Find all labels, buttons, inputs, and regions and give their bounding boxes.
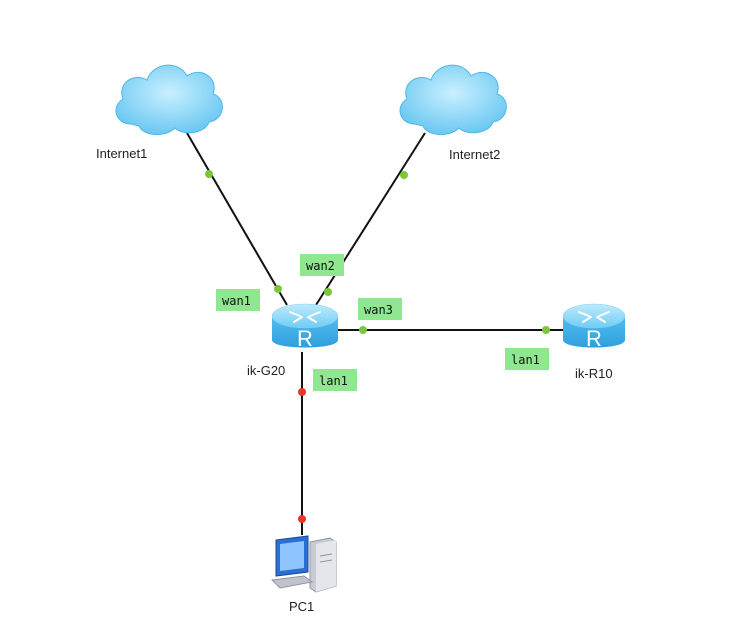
port-dot-wan2 [324, 288, 332, 296]
svg-text:lan1: lan1 [511, 353, 540, 367]
svg-text:wan1: wan1 [222, 294, 251, 308]
port-dot-wan1 [274, 285, 282, 293]
node-label-ik-g20: ik-G20 [247, 363, 285, 378]
cloud-icon-internet1[interactable] [115, 64, 223, 135]
node-label-ik-r10: ik-R10 [575, 366, 613, 381]
links-layer [186, 132, 565, 535]
cloud-icon-internet2[interactable] [399, 64, 507, 135]
port-dot-pc1-side [298, 515, 306, 523]
svg-text:lan1: lan1 [319, 374, 348, 388]
router-icon-ik-g20[interactable]: R [271, 303, 339, 351]
port-dot-internet2-side [400, 171, 408, 179]
port-label-wan3: wan3 [358, 298, 402, 320]
node-label-internet2: Internet2 [449, 147, 500, 162]
port-markers [205, 170, 550, 523]
port-dot-g20-lan1 [298, 388, 306, 396]
port-label-wan1: wan1 [216, 289, 260, 311]
link-internet1-ik-g20[interactable] [186, 132, 288, 306]
port-label-r10-lan1: lan1 [505, 348, 549, 370]
port-dot-internet1-side [205, 170, 213, 178]
node-label-internet1: Internet1 [96, 146, 147, 161]
link-internet2-ik-g20[interactable] [315, 132, 426, 306]
port-label-g20-lan1: lan1 [313, 369, 357, 391]
router-icon-ik-r10[interactable]: R [562, 303, 626, 351]
svg-text:wan3: wan3 [364, 303, 393, 317]
node-label-pc1: PC1 [289, 599, 314, 614]
router-glyph: R [297, 326, 313, 351]
router-glyph: R [586, 326, 602, 351]
port-dot-wan3 [359, 326, 367, 334]
port-label-wan2: wan2 [300, 254, 344, 276]
port-dot-r10-lan1 [542, 326, 550, 334]
svg-text:wan2: wan2 [306, 259, 335, 273]
pc-icon-pc1[interactable] [270, 535, 337, 593]
